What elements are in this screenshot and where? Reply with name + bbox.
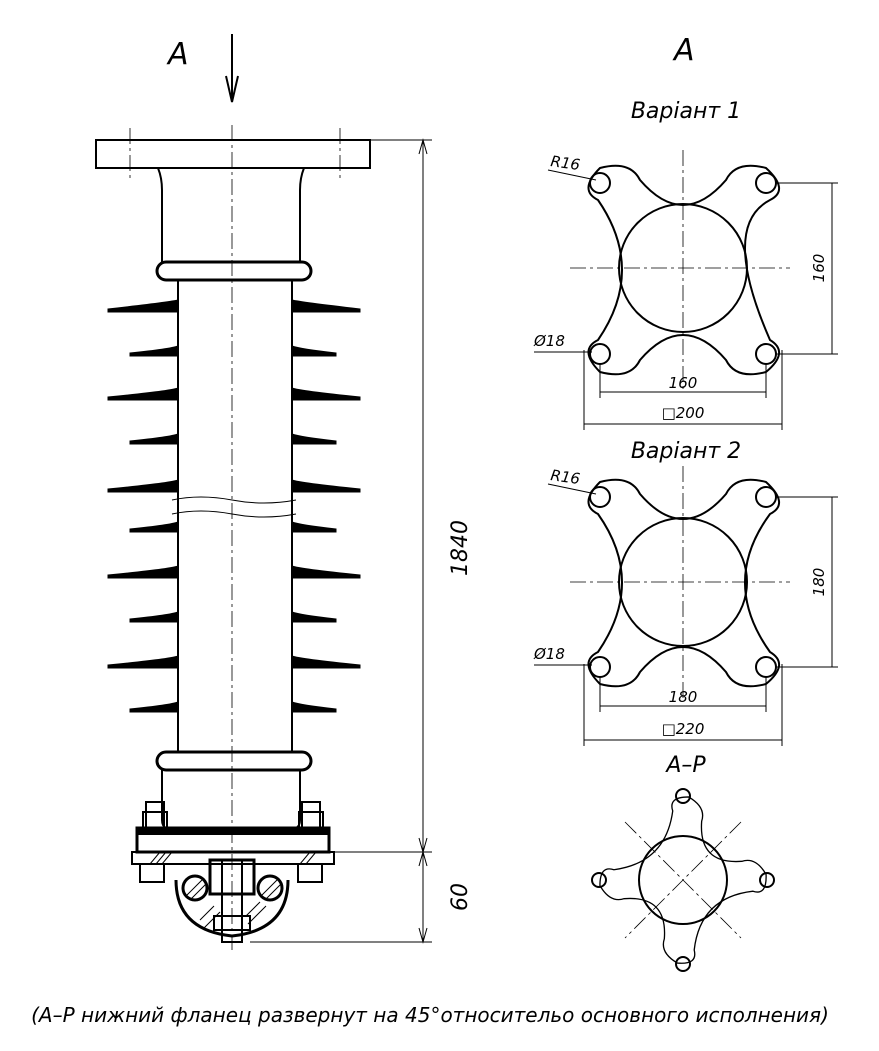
bottom-collar <box>155 750 313 772</box>
shed-small <box>129 701 337 713</box>
view-a-arrow <box>225 34 239 103</box>
break-line <box>171 496 297 504</box>
variant1-title: Варіант 1 <box>631 99 741 124</box>
bolt-hole <box>589 656 611 678</box>
bolt-head <box>301 801 321 829</box>
top-flange-plate <box>95 139 371 169</box>
insulator-front-view <box>95 125 371 950</box>
bolt-hole <box>675 788 691 804</box>
shed-large <box>107 299 361 313</box>
retaining-nut <box>213 915 251 931</box>
flange-view-ap <box>591 788 775 972</box>
shed-small <box>129 433 337 445</box>
v1-spacing-v: 160 <box>810 254 828 283</box>
v1-spacing-h: 160 <box>669 374 698 392</box>
shed-large <box>107 479 361 493</box>
break-line <box>171 510 297 518</box>
bolt-hole <box>759 872 775 888</box>
v2-radius-label: R16 <box>549 466 581 488</box>
clevis-body <box>174 879 290 938</box>
v1-square: □200 <box>662 404 705 422</box>
view-ap-title: А–Р <box>664 753 706 778</box>
flange-outline <box>587 478 780 688</box>
center-pin <box>221 859 243 943</box>
shed-small <box>129 345 337 357</box>
flange-variant-1: R16 Ø18 160 160 □200 <box>533 150 838 430</box>
bottom-washer-plate <box>131 851 335 865</box>
v2-spacing-v: 180 <box>810 568 828 597</box>
top-collar <box>155 260 313 282</box>
sheds <box>107 299 361 713</box>
bolt-hole <box>589 343 611 365</box>
footnote: (А–Р нижний фланец развернут на 45°относ… <box>31 1003 829 1027</box>
center-bore <box>638 835 728 925</box>
v1-radius-label: R16 <box>549 152 581 174</box>
bottom-fitting-neck <box>161 770 301 829</box>
shed-small <box>129 611 337 623</box>
bolt-hole <box>675 956 691 972</box>
pin-section <box>181 874 209 902</box>
v1-hole-label: Ø18 <box>533 332 565 350</box>
v2-hole-label: Ø18 <box>533 645 565 663</box>
v2-square: □220 <box>662 720 705 738</box>
bottom-flange-assembly <box>131 801 335 943</box>
bolt-hole <box>755 172 777 194</box>
bolt-hole <box>755 343 777 365</box>
bolt-nut <box>297 863 323 883</box>
shed-large <box>107 387 361 401</box>
bolt-hole <box>755 486 777 508</box>
shed-large <box>107 565 361 579</box>
bolt-hole <box>589 172 611 194</box>
shed-large <box>107 655 361 669</box>
bolt-hole <box>755 656 777 678</box>
view-a-label-right: A <box>672 33 695 68</box>
flange-variant-2: R16 Ø18 180 180 □220 <box>533 466 838 746</box>
pin-section <box>256 874 284 902</box>
top-fitting-neck <box>157 167 305 262</box>
shed-small <box>129 521 337 533</box>
flange-outline <box>587 164 780 376</box>
bolt-nut <box>139 863 165 883</box>
dim-total-height: 1840 <box>448 520 473 576</box>
bolt-hole <box>589 486 611 508</box>
bolt-hole <box>591 872 607 888</box>
dim-bottom-height: 60 <box>448 883 473 911</box>
v2-spacing-h: 180 <box>669 688 698 706</box>
variant2-title: Варіант 2 <box>631 439 741 464</box>
front-dimensions: 1840 60 <box>250 138 473 944</box>
view-a-label-left: A <box>166 37 189 72</box>
